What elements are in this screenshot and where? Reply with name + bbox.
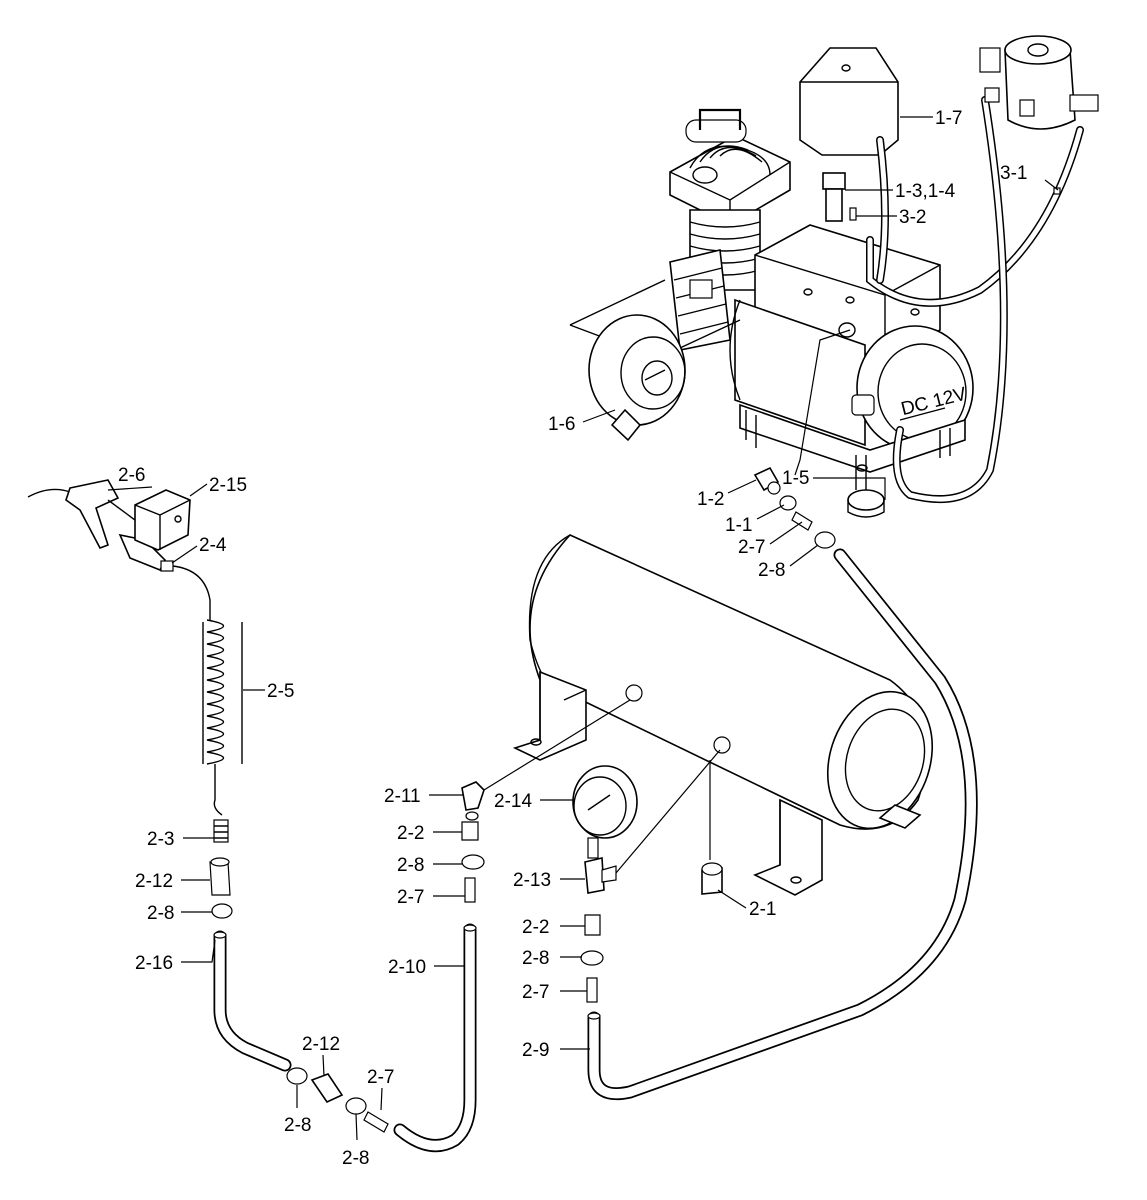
barb-2-7-right — [586, 977, 598, 1003]
cylinder-head — [669, 108, 791, 226]
motor-body: DC 12V — [729, 224, 974, 518]
label-1-3-1-4: 1-3,1-4 — [895, 181, 956, 202]
pin-3-1 — [1053, 187, 1061, 195]
coupler-2-12-bottom — [310, 1073, 344, 1104]
clamp-2-8-bottom-b — [345, 1097, 367, 1115]
pressure-switch-cover — [799, 47, 899, 156]
coil-hose — [202, 619, 243, 816]
clamp-top — [814, 531, 836, 549]
label-2-16: 2-16 — [135, 953, 173, 974]
coupler-2-4 — [160, 560, 174, 572]
label-3-1: 3-1 — [1000, 163, 1027, 184]
label-2-10: 2-10 — [388, 957, 426, 978]
label-2-7-mid: 2-7 — [397, 887, 424, 908]
label-2-8-bottom-a: 2-8 — [284, 1115, 311, 1136]
barb-2-7-mid — [464, 877, 476, 903]
label-1-7: 1-7 — [935, 108, 962, 129]
label-2-5: 2-5 — [267, 681, 294, 702]
clamp-2-8-right — [580, 950, 604, 966]
compressor-assembly: DC 12V — [569, 35, 1099, 549]
label-2-8-mid: 2-8 — [397, 855, 424, 876]
label-2-12-left: 2-12 — [135, 871, 173, 892]
label-2-11: 2-11 — [384, 786, 421, 807]
coupler-2-12-left — [209, 857, 231, 896]
label-2-2-right: 2-2 — [522, 917, 549, 938]
label-2-1: 2-1 — [749, 899, 776, 920]
label-2-7-right: 2-7 — [522, 982, 549, 1003]
hose-barb-bottom — [363, 1111, 389, 1133]
unloader-valve — [979, 35, 1099, 130]
drain-plug — [701, 862, 723, 895]
label-1-5: 1-5 — [782, 468, 809, 489]
label-1-1: 1-1 — [725, 515, 752, 536]
label-2-6: 2-6 — [118, 465, 145, 486]
label-2-14: 2-14 — [494, 791, 532, 812]
label-1-6: 1-6 — [548, 414, 575, 435]
blow-gun — [27, 479, 166, 572]
fitting-2-2-right — [584, 914, 601, 936]
label-2-2-mid: 2-2 — [397, 823, 424, 844]
label-2-3: 2-3 — [147, 829, 174, 850]
clamp-2-8-bottom-a — [286, 1067, 308, 1085]
hose-barb-top — [791, 511, 813, 531]
leader-lines — [107, 116, 1059, 1141]
label-2-8-right: 2-8 — [522, 948, 549, 969]
fitting-2-3 — [213, 819, 229, 843]
label-2-8-top: 2-8 — [758, 560, 785, 581]
label-2-7-top: 2-7 — [738, 537, 765, 558]
label-2-4: 2-4 — [199, 535, 227, 556]
label-3-2: 3-2 — [899, 207, 926, 228]
clamp-2-8-mid — [461, 854, 485, 870]
blow-gun-tip — [134, 489, 191, 551]
label-2-15: 2-15 — [209, 475, 247, 496]
label-2-7-bottom: 2-7 — [367, 1067, 394, 1088]
label-2-12-bottom: 2-12 — [302, 1034, 340, 1055]
fitting-2-2-mid — [461, 821, 479, 841]
clamp-2-8-left — [211, 903, 233, 919]
elbow-2-11 — [461, 781, 485, 821]
pin-3-2 — [849, 207, 857, 221]
label-2-8-bottom-b: 2-8 — [342, 1148, 369, 1169]
label-2-8-left: 2-8 — [147, 903, 174, 924]
check-valve — [779, 495, 797, 511]
label-2-9: 2-9 — [522, 1040, 549, 1061]
part-labels: 1-7 1-3,1-4 3-2 3-1 1-6 1-5 1-2 1-1 2-7 … — [118, 108, 1027, 1169]
label-2-13: 2-13 — [513, 870, 551, 891]
air-tank — [512, 534, 934, 896]
pressure-gauge — [572, 765, 638, 859]
rubber-foot — [847, 489, 885, 511]
label-1-2: 1-2 — [697, 489, 724, 510]
tee-2-13 — [584, 857, 617, 894]
elbow-fitting — [753, 466, 781, 495]
air-filter — [569, 279, 741, 442]
